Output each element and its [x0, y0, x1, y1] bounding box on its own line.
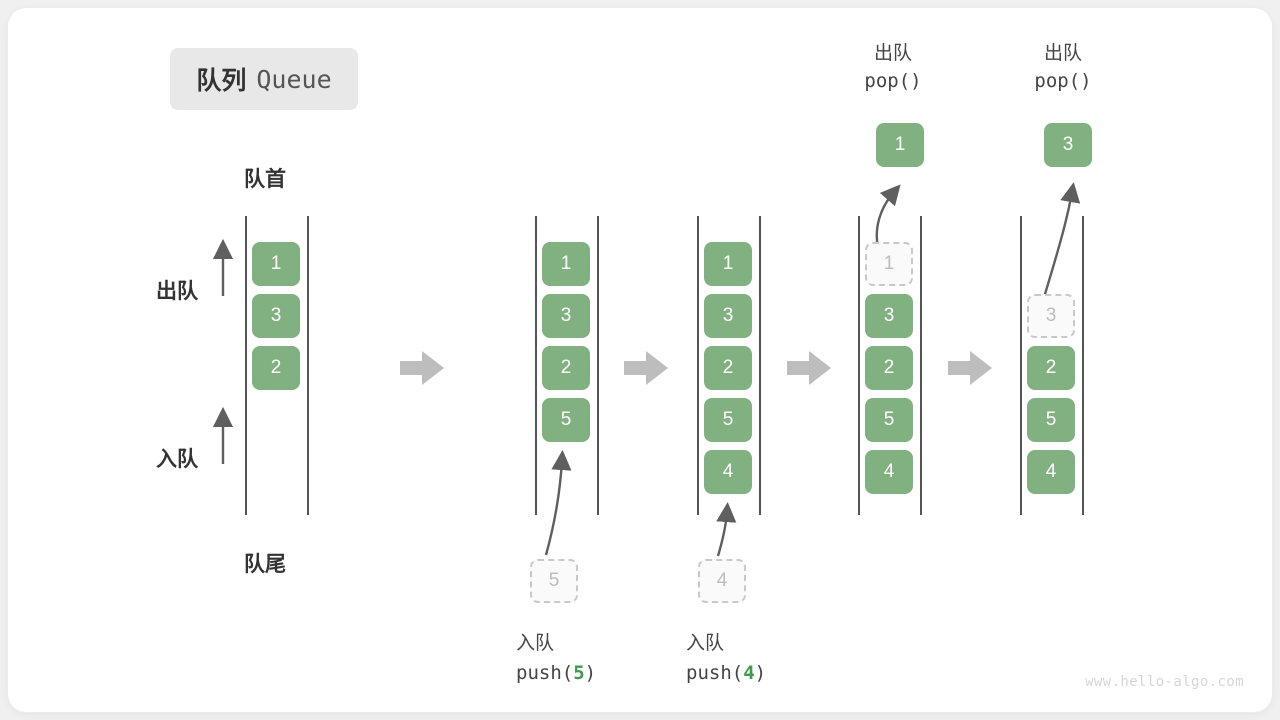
- flow-arrow-icon: [400, 351, 444, 385]
- pop-arrow-3: [1040, 182, 1081, 305]
- caption-push-5-arg: 5: [573, 661, 585, 684]
- title-english: Queue: [256, 64, 332, 94]
- rail-right: [920, 216, 922, 515]
- queue-cell: 3: [252, 294, 300, 338]
- diagram-title: 队列 Queue: [170, 48, 358, 110]
- queue-cell-ghost: 1: [865, 242, 913, 286]
- rail-left: [1020, 216, 1022, 515]
- watermark: www.hello-algo.com: [1085, 674, 1244, 690]
- label-dequeue: 出队: [156, 280, 198, 303]
- push-arrow-4: [716, 501, 737, 557]
- queue-cell: 1: [252, 242, 300, 286]
- queue-cell: 5: [1027, 398, 1075, 442]
- queue-cell: 3: [542, 294, 590, 338]
- queue-cell: 4: [865, 450, 913, 494]
- rail-right: [759, 216, 761, 515]
- incoming-element-5: 5: [530, 559, 578, 603]
- rail-right: [307, 216, 309, 515]
- queue-cell-ghost: 3: [1027, 294, 1075, 338]
- header-pop-1-fn: pop(): [864, 69, 922, 92]
- rail-left: [245, 216, 247, 515]
- caption-push-5-fn-end: ): [584, 661, 597, 684]
- label-enqueue: 入队: [156, 448, 198, 471]
- popped-element-1: 1: [876, 123, 924, 167]
- push-arrow-5: [544, 449, 572, 556]
- queue-cell: 4: [704, 450, 752, 494]
- queue-cell: 2: [1027, 346, 1075, 390]
- title-chinese: 队列: [196, 67, 247, 95]
- header-pop-1-cn: 出队: [873, 43, 912, 64]
- queue-cell: 3: [865, 294, 913, 338]
- flow-arrow-icon: [948, 351, 992, 385]
- caption-push-5-fn: push(: [516, 661, 574, 684]
- caption-push-5: 入队 push(5): [516, 630, 596, 688]
- queue-cell: 2: [252, 346, 300, 390]
- queue-cell: 2: [865, 346, 913, 390]
- rail-left: [697, 216, 699, 515]
- rail-right: [1082, 216, 1084, 515]
- caption-push-4-cn: 入队: [686, 633, 725, 654]
- header-pop-3-cn: 出队: [1043, 43, 1082, 64]
- queue-cell: 1: [542, 242, 590, 286]
- caption-push-4-fn: push(: [686, 661, 744, 684]
- rail-left: [858, 216, 860, 515]
- header-pop-3-fn: pop(): [1034, 69, 1092, 92]
- popped-element-3: 3: [1044, 123, 1092, 167]
- pop-arrow-1: [875, 184, 901, 249]
- header-pop-3: 出队 pop(): [1003, 40, 1123, 95]
- flow-arrow-icon: [624, 351, 668, 385]
- dequeue-direction-arrow: [212, 238, 234, 296]
- incoming-element-4: 4: [698, 559, 746, 603]
- queue-cell: 2: [704, 346, 752, 390]
- header-pop-1: 出队 pop(): [833, 40, 953, 95]
- diagram-card: 队列 Queue 队首 队尾 出队 入队 1 3 2 1 3 2 5: [8, 8, 1272, 712]
- queue-cell: 5: [542, 398, 590, 442]
- caption-push-5-cn: 入队: [516, 633, 555, 654]
- queue-cell: 2: [542, 346, 590, 390]
- queue-cell: 5: [704, 398, 752, 442]
- label-tail: 队尾: [244, 553, 286, 576]
- queue-cell: 5: [865, 398, 913, 442]
- rail-left: [535, 216, 537, 515]
- rail-right: [597, 216, 599, 515]
- caption-push-4-arg: 4: [743, 661, 755, 684]
- caption-push-4: 入队 push(4): [686, 630, 766, 688]
- queue-cell: 1: [704, 242, 752, 286]
- label-head: 队首: [244, 168, 286, 191]
- queue-cell: 4: [1027, 450, 1075, 494]
- queue-cell: 3: [704, 294, 752, 338]
- enqueue-direction-arrow: [212, 406, 234, 464]
- flow-arrow-icon: [787, 351, 831, 385]
- caption-push-4-fn-end: ): [754, 661, 767, 684]
